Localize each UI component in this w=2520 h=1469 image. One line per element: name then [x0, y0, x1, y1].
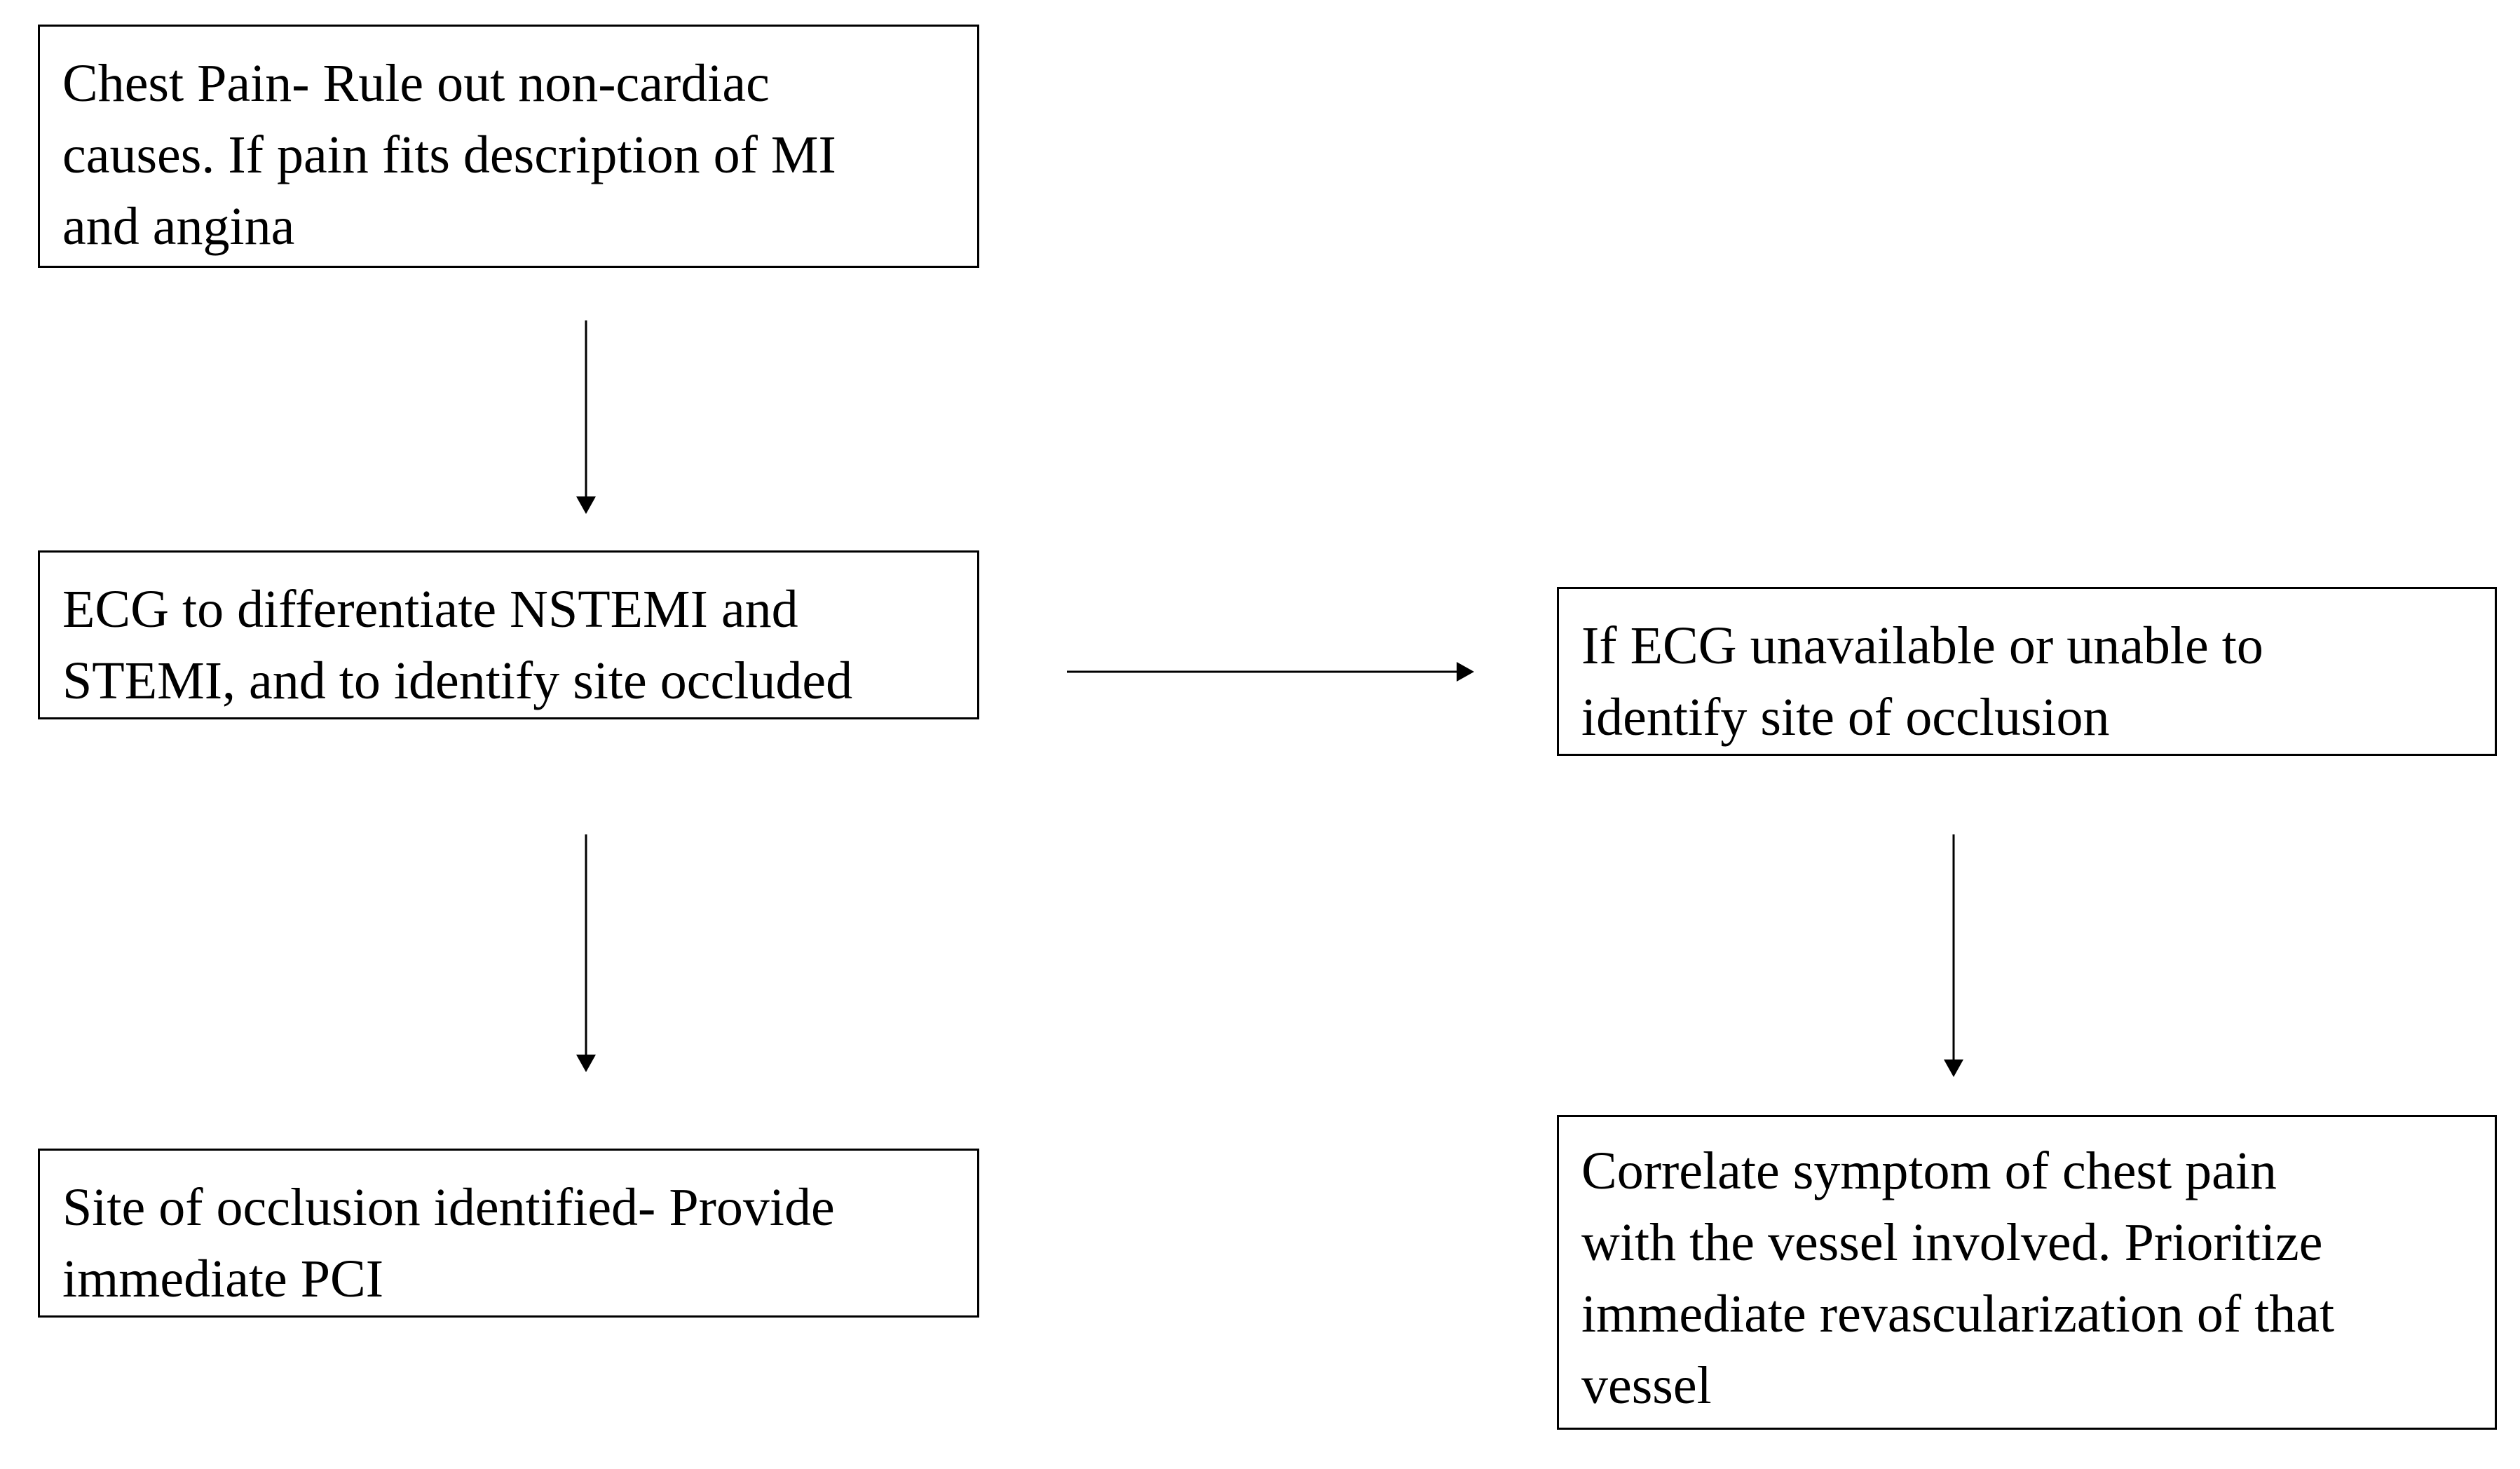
arrow-ecg-to-site-identified — [576, 834, 596, 1072]
node-correlate: Correlate symptom of chest pain with the… — [1557, 1115, 2497, 1430]
arrow-chest-pain-to-ecg — [576, 320, 596, 514]
node-correlate-line-1: Correlate symptom of chest pain — [1581, 1142, 2277, 1200]
node-site-identified-line-2: immediate PCI — [62, 1250, 384, 1308]
node-ecg-line-2: STEMI, and to identify site occluded — [62, 651, 853, 710]
node-chest-pain: Chest Pain- Rule out non-cardiac causes.… — [38, 25, 979, 268]
node-correlate-line-3: immediate revascularization of that — [1581, 1285, 2335, 1343]
node-chest-pain-line-1: Chest Pain- Rule out non-cardiac — [62, 54, 770, 113]
node-ecg-unavailable-line-2: identify site of occlusion — [1581, 688, 2110, 747]
arrow-ecg-to-ecg-unavailable — [1067, 662, 1474, 682]
node-site-identified: Site of occlusion identified- Provide im… — [38, 1149, 979, 1318]
node-ecg: ECG to differentiate NSTEMI and STEMI, a… — [38, 550, 979, 719]
node-site-identified-line-1: Site of occlusion identified- Provide — [62, 1178, 835, 1237]
node-ecg-line-1: ECG to differentiate NSTEMI and — [62, 580, 798, 639]
node-chest-pain-line-3: and angina — [62, 197, 295, 256]
node-correlate-line-2: with the vessel involved. Prioritize — [1581, 1213, 2323, 1272]
arrow-ecg-unavailable-to-correlate — [1944, 834, 1963, 1077]
node-chest-pain-line-2: causes. If pain fits description of MI — [62, 126, 836, 184]
node-correlate-line-4: vessel — [1581, 1356, 1712, 1415]
node-ecg-unavailable-line-1: If ECG unavailable or unable to — [1581, 616, 2263, 675]
node-ecg-unavailable: If ECG unavailable or unable to identify… — [1557, 587, 2497, 756]
